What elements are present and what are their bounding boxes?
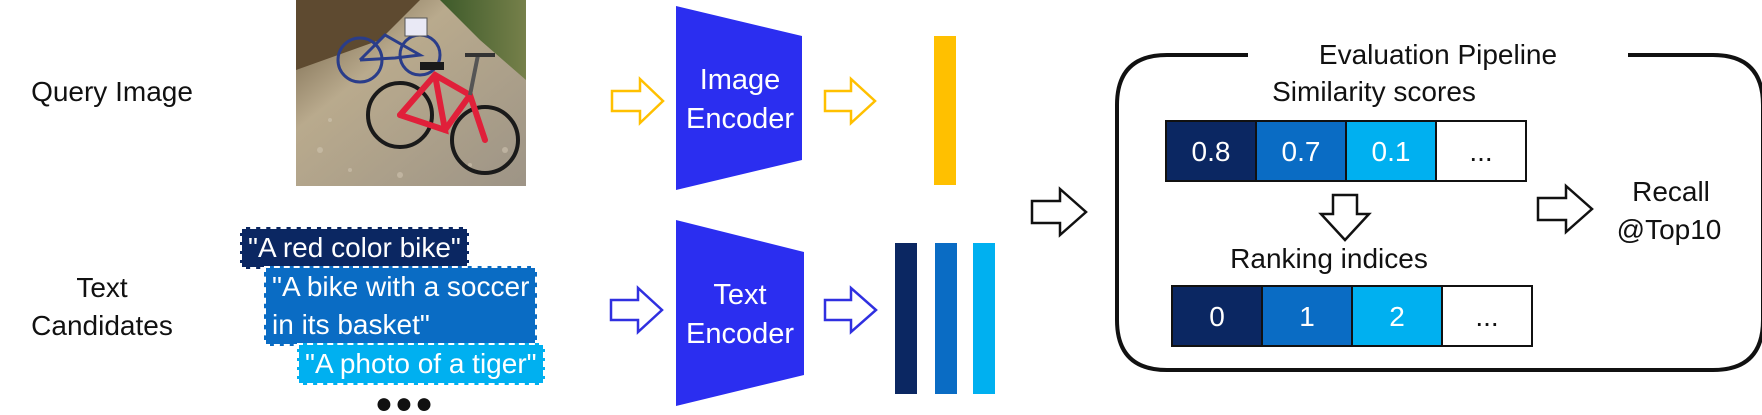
image-arrow-1 bbox=[610, 76, 665, 126]
image-arrow-2 bbox=[823, 76, 877, 126]
image-encoder: Image Encoder bbox=[676, 6, 802, 190]
ranking-cell-4 bbox=[1441, 285, 1533, 347]
text-candidates-label-line2: Candidates bbox=[31, 310, 173, 341]
recall-label-line1: Recall bbox=[1632, 176, 1710, 207]
candidate-caption-1-text: "A red color bike" bbox=[248, 232, 461, 263]
ranking-value-2: 1 bbox=[1299, 301, 1315, 332]
text-encoder-label-line2: Encoder bbox=[686, 318, 794, 350]
candidate-caption-2: "A bike with a soccer in its basket" bbox=[264, 266, 538, 346]
ranking-down-arrow bbox=[1318, 193, 1372, 242]
ranking-indices-label: Ranking indices bbox=[1230, 243, 1428, 274]
text-encoder: Text Encoder bbox=[676, 220, 804, 406]
ranking-cell-2 bbox=[1261, 285, 1353, 347]
ranking-value-4: ... bbox=[1475, 301, 1498, 332]
similarity-scores-row: 0.8 0.7 0.1 ... bbox=[1165, 120, 1527, 182]
image-encoder-label-line2: Encoder bbox=[686, 103, 794, 135]
similarity-value-2: 0.7 bbox=[1282, 136, 1321, 167]
text-arrow-2 bbox=[823, 285, 878, 335]
recall-arrow bbox=[1536, 183, 1594, 235]
ranking-value-1: 0 bbox=[1209, 301, 1225, 332]
more-candidates-ellipsis: ●●● bbox=[375, 387, 435, 415]
ranking-value-3: 2 bbox=[1389, 301, 1405, 332]
similarity-value-3: 0.1 bbox=[1372, 136, 1411, 167]
ranking-cell-1 bbox=[1171, 285, 1263, 347]
query-photo bbox=[296, 0, 526, 186]
pipeline-frame bbox=[1115, 53, 1762, 372]
candidate-caption-3-text: "A photo of a tiger" bbox=[305, 348, 537, 379]
candidate-caption-1: "A red color bike" bbox=[240, 227, 469, 269]
recall-label-line2: @Top10 bbox=[1617, 214, 1722, 245]
candidate-caption-2-line2: in its basket" bbox=[272, 309, 430, 340]
pipeline-title: Evaluation Pipeline bbox=[1319, 39, 1557, 70]
text-arrow-1 bbox=[609, 285, 664, 335]
similarity-cell-4 bbox=[1435, 120, 1527, 182]
similarity-scores-label: Similarity scores bbox=[1272, 76, 1476, 107]
image-encoder-label-line1: Image bbox=[700, 64, 781, 96]
text-embedding-bar-2 bbox=[935, 243, 957, 394]
text-encoder-label-line1: Text bbox=[713, 279, 766, 311]
ranking-indices-row: 0 1 2 ... bbox=[1171, 285, 1533, 347]
similarity-value-1: 0.8 bbox=[1192, 136, 1231, 167]
pipeline-input-arrow bbox=[1030, 186, 1088, 238]
query-image-label: Query Image bbox=[31, 76, 193, 107]
similarity-value-4: ... bbox=[1469, 136, 1492, 167]
image-embedding-bar bbox=[934, 36, 956, 185]
ranking-cell-3 bbox=[1351, 285, 1443, 347]
text-embedding-bar-1 bbox=[895, 243, 917, 394]
candidate-caption-3: "A photo of a tiger" bbox=[297, 343, 545, 385]
text-candidates-label-line1: Text bbox=[76, 272, 128, 303]
text-embedding-bar-3 bbox=[973, 243, 995, 394]
candidate-caption-2-line1: "A bike with a soccer bbox=[272, 271, 530, 302]
